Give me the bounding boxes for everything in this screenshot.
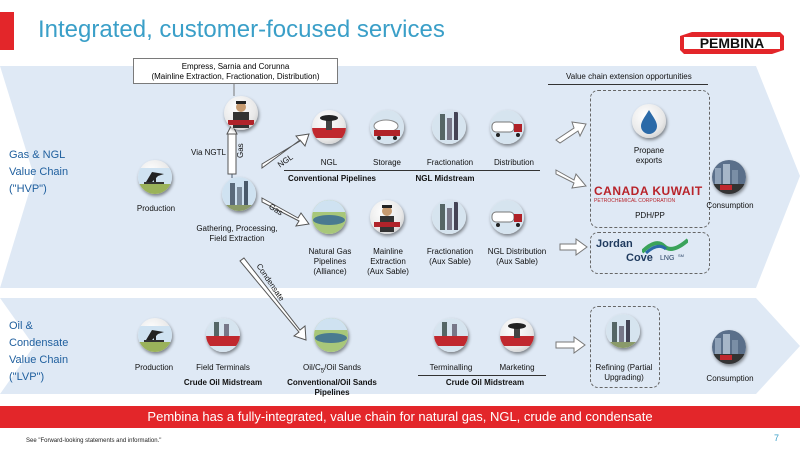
pembina-logo: PEMBINA: [680, 32, 784, 59]
crude-midstream-1-label: Crude Oil Midstream: [183, 378, 263, 387]
footnote: See "Forward-looking statements and info…: [26, 438, 162, 444]
marketing-label: Marketing: [499, 363, 535, 372]
jordan-cove-wave-icon: [642, 238, 688, 254]
gas-arrow-label: Gas: [236, 143, 245, 158]
aux-fractionation-label: Fractionation(Aux Sable): [426, 247, 474, 266]
oil-pump-icon: [138, 160, 172, 194]
distribution-label: Distribution: [493, 158, 534, 167]
ngl-label: NGL: [320, 158, 338, 167]
lvp-production-label: Production: [134, 363, 174, 372]
aux-fractionation-icon: [432, 200, 466, 234]
field-terminals-label: Field Terminals: [196, 363, 250, 372]
callout-connector: [233, 84, 235, 96]
jordan-cove-box: [590, 232, 710, 274]
page-number: 7: [774, 433, 780, 443]
lvp-divider: [418, 375, 546, 376]
pdh-pp-label: PDH/PP: [635, 211, 665, 220]
hvp-label: Gas & NGL Value Chain ("HVP"): [9, 149, 69, 195]
oil-sands-pipeline-icon: [314, 318, 348, 352]
terminalling-icon: [434, 318, 468, 352]
storage-truck-icon: [370, 110, 404, 144]
field-terminal-icon: [206, 318, 240, 352]
propane-drop-icon: [632, 104, 666, 138]
via-ngtl-label: Via NGTL: [191, 148, 226, 157]
canada-kuwait-logo: CANADA KUWAIT PETROCHEMICAL CORPORATION: [594, 184, 703, 204]
title-accent-bar: [0, 12, 14, 50]
hvp-consumption-label: Consumption: [706, 201, 754, 210]
lvp-consumption-label: Consumption: [706, 374, 754, 383]
fractionation-label: Fractionation: [426, 158, 474, 167]
lvp-label: Oil & Condensate Value Chain ("LVP"): [9, 320, 69, 383]
city-traffic-icon: [712, 160, 746, 194]
fractionation-tower-icon: [432, 110, 466, 144]
refinery-icon: [606, 314, 640, 348]
brand-text: PEMBINA: [700, 35, 765, 51]
worker-icon: [224, 96, 258, 130]
gathering-label: Gathering, Processing, Field Extraction: [196, 224, 278, 243]
summary-banner: Pembina has a fully-integrated, value ch…: [0, 406, 800, 428]
crude-midstream-2-label: Crude Oil Midstream: [445, 378, 525, 387]
lvp-oil-pump-icon: [138, 318, 172, 352]
page-title: Integrated, customer-focused services: [38, 16, 445, 43]
mainline-worker-icon: [370, 200, 404, 234]
callout-line-1: Empress, Sarnia and Corunna: [181, 62, 290, 71]
extension-underline: [548, 84, 708, 85]
callout-line-2: (Mainline Extraction, Fractionation, Dis…: [151, 72, 320, 81]
ngl-distribution-label: NGL Distribution(Aux Sable): [487, 247, 547, 266]
valve-icon: [312, 110, 346, 144]
distribution-truck-icon: [490, 110, 524, 144]
oil-sands-label: Oil/C5/Oil Sands: [302, 363, 362, 375]
gas-pipeline-icon: [312, 200, 346, 234]
refining-box: [590, 306, 660, 388]
ngl-midstream-label: NGL Midstream: [415, 174, 475, 183]
jordan-cove-logo: Jordan Cove LNG SM: [596, 238, 704, 268]
top-row-divider: [284, 170, 540, 171]
extension-title: Value chain extension opportunities: [566, 72, 692, 81]
storage-label: Storage: [372, 158, 402, 167]
extension-box: [590, 90, 710, 228]
conventional-pipelines-label: Conventional Pipelines: [287, 174, 376, 183]
ngl-distribution-icon: [490, 200, 524, 234]
empress-callout: Empress, Sarnia and Corunna (Mainline Ex…: [133, 58, 338, 84]
hvp-production-label: Production: [136, 204, 176, 213]
marketing-valve-icon: [500, 318, 534, 352]
terminalling-label: Terminalling: [429, 363, 473, 372]
lvp-city-traffic-icon: [712, 330, 746, 364]
processing-plant-icon: [222, 177, 256, 211]
